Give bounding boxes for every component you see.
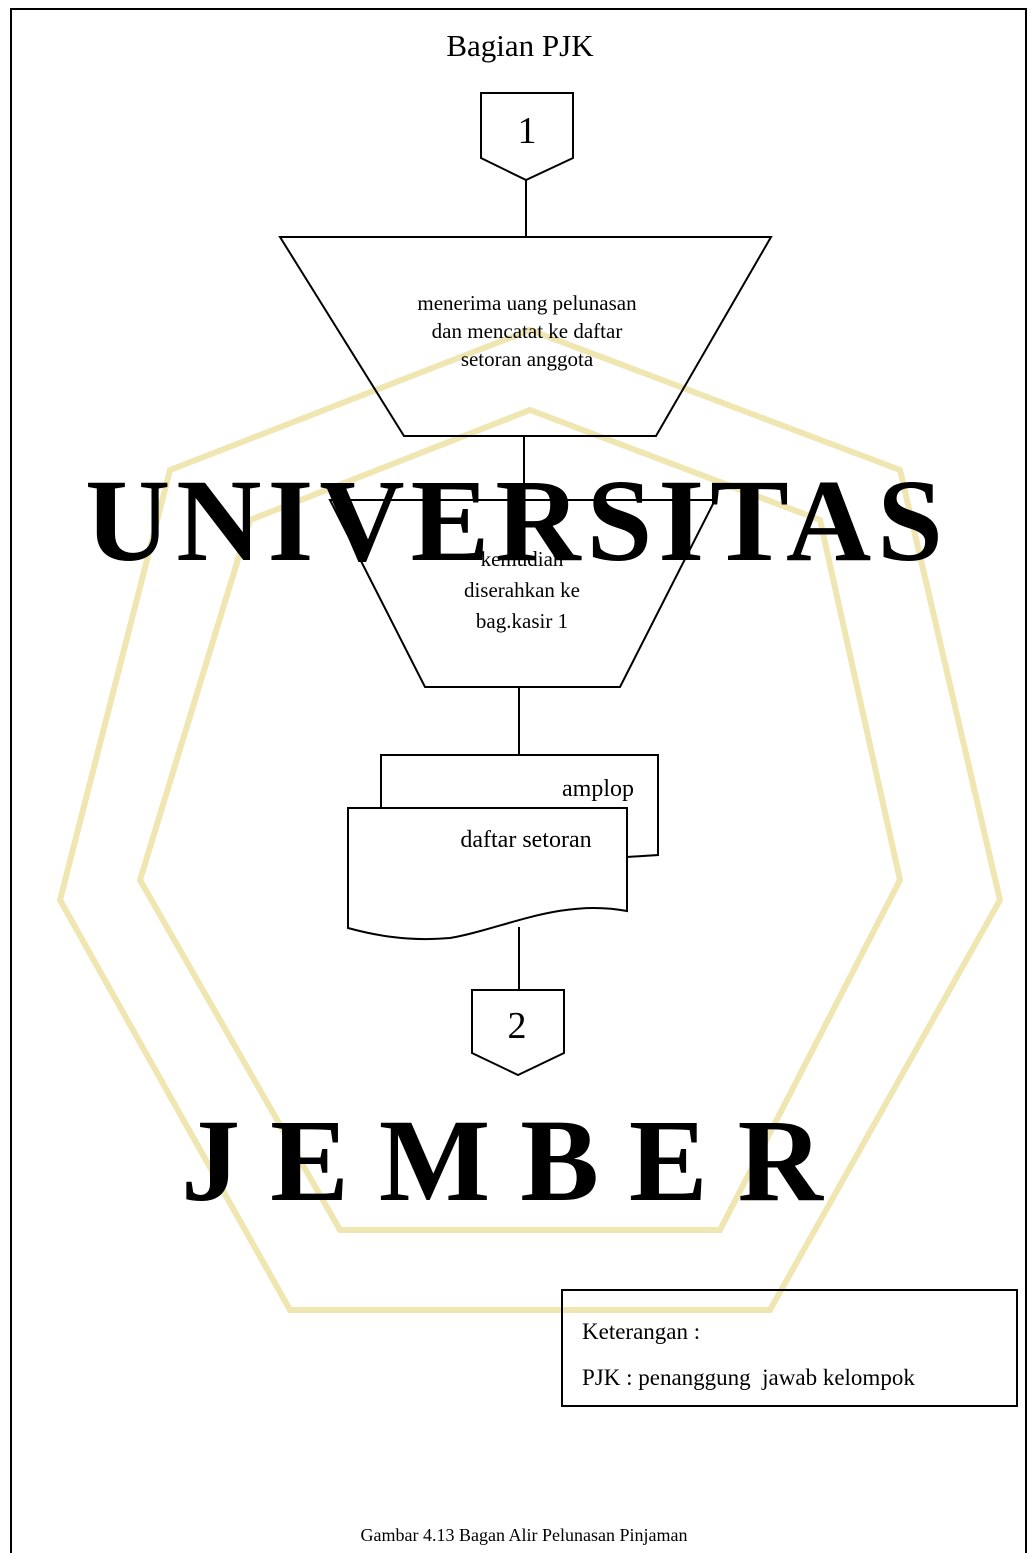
step1-line-1: menerima uang pelunasan [417, 291, 637, 315]
step1-line-3: setoran anggota [461, 347, 594, 371]
end-connector-label: 2 [508, 1005, 527, 1047]
swimlane-title: Bagian PJK [446, 28, 594, 63]
figure-caption: Gambar 4.13 Bagan Alir Pelunasan Pinjama… [361, 1525, 688, 1545]
manual-operation-handover [328, 499, 717, 688]
manual-operation-receive-payment [278, 236, 773, 437]
document-front-label: daftar setoran [460, 827, 591, 853]
end-connector [471, 989, 565, 1077]
step2-line-2: diserahkan ke [464, 578, 580, 602]
document-amplop [380, 754, 659, 858]
document-back-label: amplop [562, 776, 634, 802]
step2-line-3: bag.kasir 1 [476, 609, 568, 633]
legend-heading: Keterangan : [582, 1319, 700, 1344]
step2-line-1: kemudian [481, 547, 564, 571]
watermark-bottom-text: JEMBER [181, 1095, 853, 1226]
legend-box [561, 1289, 1018, 1407]
watermark: UNIVERSITAS JEMBER [56, 326, 1004, 1313]
start-connector [480, 92, 574, 182]
swimlane-frame [10, 8, 1027, 1553]
start-connector-label: 1 [518, 110, 537, 152]
document-daftar-setoran [347, 807, 628, 941]
step1-line-2: dan mencatat ke daftar [432, 319, 623, 343]
legend-item: PJK : penanggung jawab kelompok [582, 1365, 915, 1390]
watermark-top-text: UNIVERSITAS [85, 455, 949, 586]
